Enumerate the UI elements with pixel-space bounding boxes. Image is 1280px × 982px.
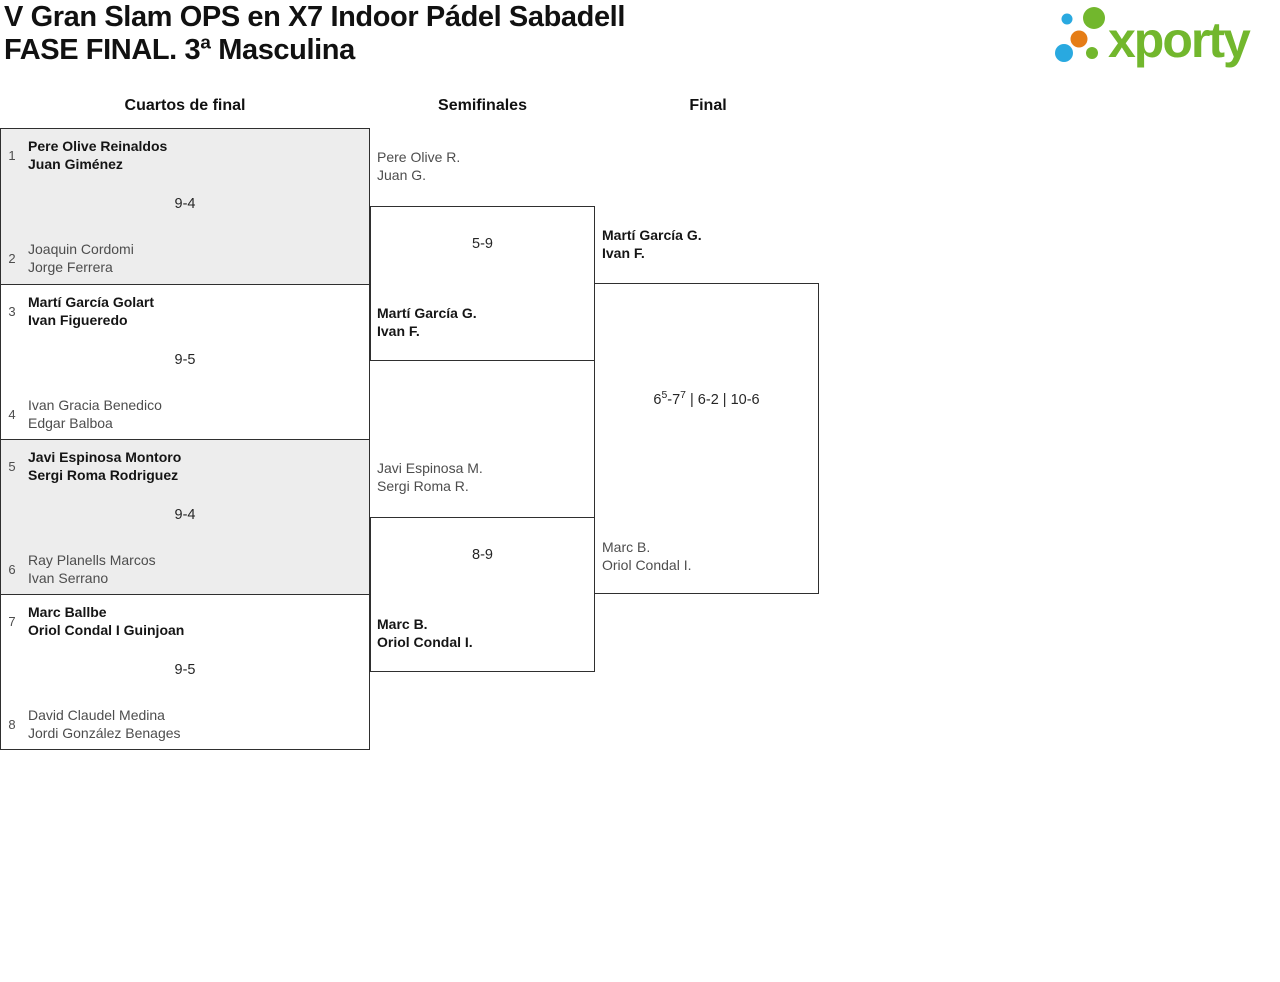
xporty-wordmark: xporty [1108,12,1251,68]
semifinal-match-1: Pere Olive R. Juan G. 5-9 Martí García G… [370,149,595,361]
player-name: Martí García G. [377,305,477,321]
xporty-dots-icon [1055,7,1105,62]
team-pair: Pere Olive Reinaldos Juan Giménez [28,137,167,173]
seed-number: 2 [8,251,16,266]
player-name: Martí García Golart [28,294,155,310]
round-header-semifinals: Semifinales [438,97,527,114]
match-score: 9-4 [174,507,196,523]
player-name: Sergi Roma R. [377,478,469,494]
player-name: Ray Planells Marcos [28,552,156,568]
match-score: 5-9 [472,236,493,252]
quarterfinal-match-3: 5 Javi Espinosa Montoro Sergi Roma Rodri… [1,439,369,594]
tournament-name: V Gran Slam OPS en X7 Indoor Pádel Sabad… [4,1,625,33]
seed-number: 3 [8,304,16,319]
player-name: Martí García G. [602,227,702,243]
player-name: Marc B. [377,616,428,632]
player-name: Javi Espinosa M. [377,460,483,476]
quarterfinal-match-4: 7 Marc Ballbe Oriol Condal I Guinjoan 9-… [1,594,369,749]
match-score: 9-5 [174,662,196,678]
player-name: Jorge Ferrera [28,259,113,275]
team-pair: Martí García G. Ivan F. [377,304,477,340]
player-name: Marc Ballbe [28,604,107,620]
quarterfinal-match-2: 3 Martí García Golart Ivan Figueredo 9-5… [1,284,369,439]
player-name: Sergi Roma Rodriguez [28,467,179,483]
player-name: Marc B. [602,539,651,555]
match-score: 65-77 | 6-2 | 10-6 [653,390,760,408]
seed-number: 4 [8,407,16,422]
team-pair: Marc B. Oriol Condal I. [377,615,473,651]
player-name: Oriol Condal I. [377,634,473,650]
player-name: Juan Giménez [28,156,123,172]
player-name: Juan G. [377,167,427,183]
team-pair: Pere Olive R. Juan G. [377,148,460,184]
team-pair: Javi Espinosa M. Sergi Roma R. [377,459,483,495]
round-header-quarterfinals: Cuartos de final [124,97,246,114]
player-name: Ivan Gracia Benedico [28,397,162,413]
seed-number: 1 [8,148,16,163]
team-pair: Joaquin Cordomi Jorge Ferrera [28,240,134,276]
player-name: Oriol Condal I Guinjoan [28,622,185,638]
player-name: Ivan Figueredo [28,312,128,328]
xporty-logo[interactable]: xporty [1045,0,1277,76]
player-name: Joaquin Cordomi [28,241,134,257]
phase-category: FASE FINAL. 3ª Masculina [4,34,355,66]
seed-number: 7 [8,614,16,629]
player-name: David Claudel Medina [28,707,165,723]
match-score: 9-5 [174,352,196,368]
final-match: Martí García G. Ivan F. 65-77 | 6-2 | 10… [594,227,819,594]
player-name: Jordi González Benages [28,725,181,741]
round-header-final: Final [689,97,727,114]
player-name: Edgar Balboa [28,415,113,431]
player-name: Ivan Serrano [28,570,109,586]
page-title: V Gran Slam OPS en X7 Indoor Pádel Sabad… [4,1,704,67]
player-name: Ivan F. [377,323,420,339]
semifinal-match-2: Javi Espinosa M. Sergi Roma R. 8-9 Marc … [370,460,595,672]
quarterfinals-column: 1 Pere Olive Reinaldos Juan Giménez 9-4 … [0,128,370,750]
team-pair: Javi Espinosa Montoro Sergi Roma Rodrigu… [28,448,181,484]
team-pair: Marc B. Oriol Condal I. [602,538,691,574]
team-pair: David Claudel Medina Jordi González Bena… [28,706,181,742]
match-score: 9-4 [174,196,196,212]
seed-number: 8 [8,717,16,732]
team-pair: Ivan Gracia Benedico Edgar Balboa [28,396,162,432]
team-pair: Martí García Golart Ivan Figueredo [28,293,154,329]
team-pair: Marc Ballbe Oriol Condal I Guinjoan [28,603,184,639]
player-name: Ivan F. [602,245,645,261]
player-name: Javi Espinosa Montoro [28,449,182,465]
player-name: Pere Olive Reinaldos [28,138,168,154]
team-pair: Ray Planells Marcos Ivan Serrano [28,551,156,587]
seed-number: 6 [8,562,16,577]
seed-number: 5 [8,459,16,474]
quarterfinal-match-1: 1 Pere Olive Reinaldos Juan Giménez 9-4 … [1,129,369,284]
player-name: Oriol Condal I. [602,557,692,573]
player-name: Pere Olive R. [377,149,461,165]
match-score: 8-9 [472,547,493,563]
team-pair: Martí García G. Ivan F. [602,226,702,262]
